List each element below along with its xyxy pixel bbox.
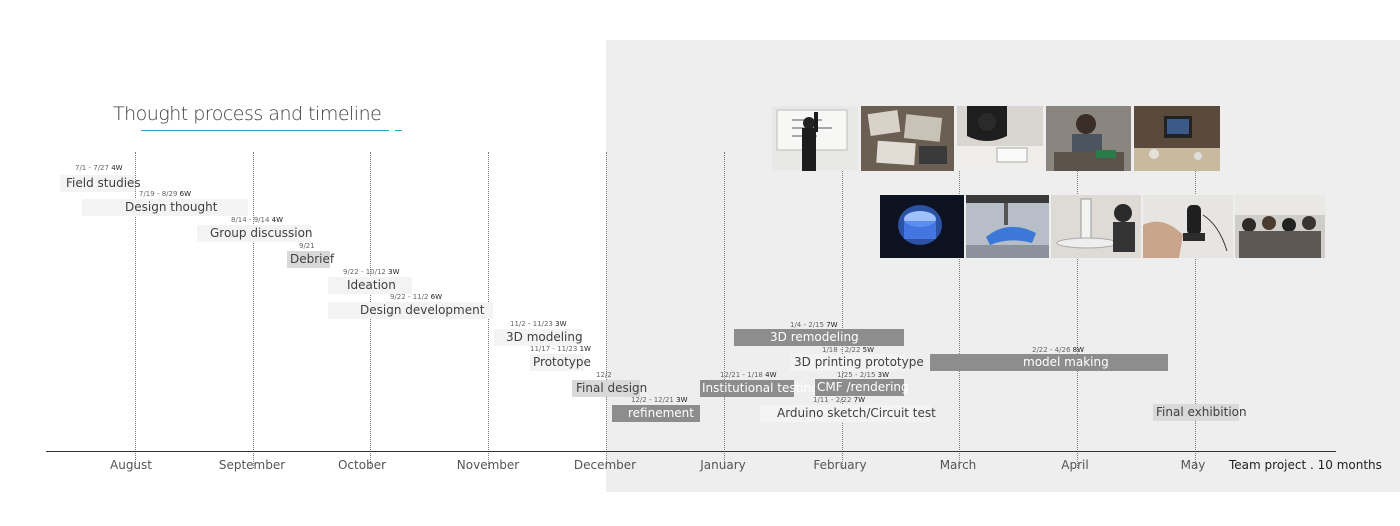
month-label-september: September bbox=[218, 458, 286, 472]
gridline-january bbox=[724, 152, 725, 468]
month-label-april: April bbox=[1061, 458, 1089, 472]
task-bar-3d-printing-prototype: 3D printing prototype bbox=[790, 354, 924, 371]
month-label-january: January bbox=[700, 458, 746, 472]
task-dates: 1/25 - 2/15 3W bbox=[837, 371, 890, 379]
task-bar-refinement: refinement bbox=[612, 405, 700, 422]
task-dates: 12/2 bbox=[596, 371, 612, 379]
month-label-august: August bbox=[110, 458, 152, 472]
month-label-march: March bbox=[939, 458, 977, 472]
desk-sketches-photo bbox=[861, 106, 954, 171]
gridline-february bbox=[842, 152, 843, 468]
task-bar-institutional-testing: Institutional testing bbox=[700, 380, 819, 397]
model-making-photo bbox=[1051, 195, 1141, 258]
month-label-october: October bbox=[337, 458, 387, 472]
task-dates: 12/21 - 1/18 4W bbox=[720, 371, 777, 379]
task-bar-3d-remodeling: 3D remodeling bbox=[734, 329, 904, 346]
whiteboard-photo bbox=[772, 106, 858, 171]
task-bar-final-exhibition: Final exhibition bbox=[1153, 404, 1247, 421]
task-dates: 9/22 - 11/2 6W bbox=[390, 293, 443, 301]
glowing-prototype-photo bbox=[880, 195, 964, 258]
task-bar-group-discussion: Group discussion bbox=[197, 225, 313, 242]
task-dates: 7/1 - 7/27 4W bbox=[75, 164, 123, 172]
task-dates: 8/14 - 9/14 4W bbox=[231, 216, 284, 224]
task-dates: 11/2 - 11/23 3W bbox=[510, 320, 567, 328]
task-bar-field-studies: Field studies bbox=[60, 175, 141, 192]
task-bar-arduino-sketch: Arduino sketch/Circuit test bbox=[760, 405, 936, 422]
title-underline-accent bbox=[395, 130, 402, 131]
gridline-september bbox=[253, 152, 254, 468]
project-duration-note: Team project . 10 months bbox=[1229, 458, 1382, 472]
task-dates: 2/22 - 4/26 8W bbox=[1032, 346, 1085, 354]
timeline-axis bbox=[46, 451, 1336, 452]
person-testing-photo bbox=[1143, 195, 1233, 258]
workbench-photo bbox=[1134, 106, 1220, 171]
task-dates: 12/2 - 12/21 3W bbox=[631, 396, 688, 404]
task-bar-design-development: Design development bbox=[328, 302, 493, 319]
task-bar-debrief: Debrief bbox=[287, 251, 334, 268]
task-bar-design-thought: Design thought bbox=[82, 199, 248, 216]
3d-printer-photo bbox=[966, 195, 1049, 258]
title-underline bbox=[141, 130, 389, 131]
page-title: Thought process and timeline bbox=[113, 103, 382, 125]
exhibition-crowd-photo bbox=[1235, 195, 1325, 258]
task-dates: 7/19 - 8/29 6W bbox=[139, 190, 192, 198]
month-label-december: December bbox=[573, 458, 637, 472]
month-label-may: May bbox=[1180, 458, 1206, 472]
gridline-august bbox=[135, 152, 136, 468]
soldering-photo bbox=[1046, 106, 1131, 171]
task-bar-3d-modeling: 3D modeling bbox=[494, 329, 583, 346]
task-bar-ideation: Ideation bbox=[328, 277, 412, 294]
task-dates: 9/22 - 10/12 3W bbox=[343, 268, 400, 276]
task-dates: 1/11 - 2/22 7W bbox=[813, 396, 866, 404]
task-dates: 1/18 - 2/22 5W bbox=[822, 346, 875, 354]
task-dates: 9/21 bbox=[299, 242, 315, 250]
gridline-may bbox=[1195, 152, 1196, 468]
task-dates: 1/4 - 2/15 7W bbox=[790, 321, 838, 329]
sketching-photo bbox=[957, 106, 1043, 171]
gridline-december bbox=[606, 152, 607, 468]
task-bar-model-making: model making bbox=[930, 354, 1168, 371]
task-bar-final-design: Final design bbox=[572, 380, 647, 397]
month-label-february: February bbox=[813, 458, 867, 472]
task-bar-prototype: Prototype bbox=[530, 354, 591, 371]
task-bar-cmf-rendering: CMF /rendering bbox=[815, 379, 909, 396]
month-label-november: November bbox=[456, 458, 520, 472]
gridline-april bbox=[1077, 152, 1078, 468]
task-dates: 11/17 - 11/23 1W bbox=[530, 345, 591, 353]
gridline-march bbox=[959, 152, 960, 468]
